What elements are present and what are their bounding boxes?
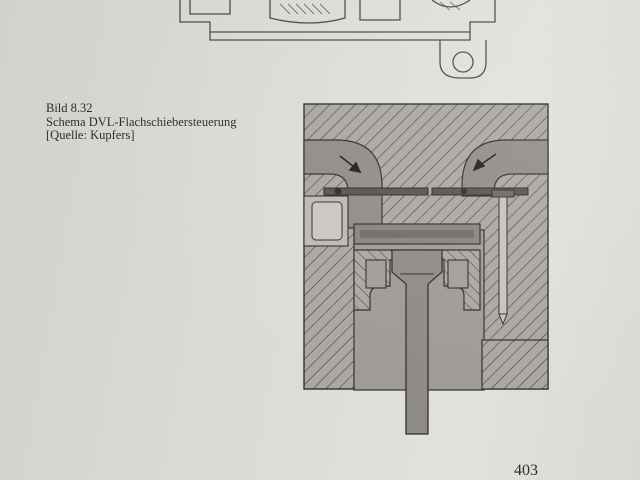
guide-pin <box>498 195 508 315</box>
figure-caption: Bild 8.32 Schema DVL-Flachschiebersteuer… <box>46 101 237 143</box>
flat-slide-left <box>323 187 429 196</box>
flat-slide-right <box>431 187 529 196</box>
page-number: 403 <box>514 462 538 479</box>
figure-title: Schema DVL-Flachschiebersteuerung <box>46 114 237 129</box>
valve-stem <box>391 249 443 435</box>
flow-arrows <box>339 153 497 174</box>
engine-assembly-drawing <box>179 0 496 79</box>
figure-source: [Quelle: Kupfers] <box>46 128 135 142</box>
slide-valve-section-diagram <box>303 103 549 435</box>
exhaust-channel <box>461 139 549 197</box>
figure-number: Bild 8.32 <box>46 101 93 115</box>
